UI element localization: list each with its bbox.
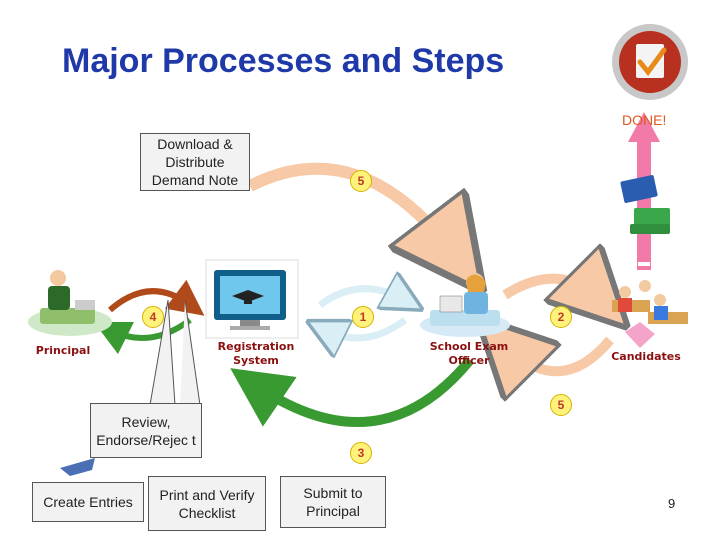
flow-arrow-right-top: [502, 279, 600, 300]
flow-arrow-right-bottom: [505, 340, 614, 371]
done-arrow: [628, 112, 660, 276]
callout-print-verify: Print and Verify Checklist: [148, 476, 266, 531]
callout-create-entries: Create Entries: [32, 482, 144, 522]
create-entries-icon: [60, 458, 95, 476]
loop-arrow-step1-top: [317, 289, 405, 305]
loop-arrow-principal-top: [108, 279, 205, 316]
principal-figure: [28, 270, 112, 336]
actor-registration-label: Registration System: [217, 340, 295, 367]
exam-officer-figure: [420, 273, 510, 337]
callout-submit-principal: Submit to Principal: [280, 476, 386, 528]
callout-review-endorse: Review, Endorse/Rejec t: [90, 403, 202, 458]
step-badge-5-top: 5: [350, 170, 372, 192]
actor-officer-label: School Exam Officer: [429, 340, 509, 367]
checklist-badge-figure: [612, 24, 688, 100]
step-badge-3: 3: [350, 442, 372, 464]
step-badge-2: 2: [550, 306, 572, 328]
page-title: Major Processes and Steps: [62, 42, 505, 80]
loop-arrow-step1-bottom: [325, 317, 408, 338]
actor-principal-label: Principal: [35, 344, 91, 357]
payment-figure: [620, 175, 670, 234]
step-badge-5-right: 5: [550, 394, 572, 416]
callout-download-demand-note: Download & Distribute Demand Note: [140, 133, 250, 191]
step-badge-4: 4: [142, 306, 164, 328]
loop-arrow-principal-bottom: [93, 317, 192, 355]
actor-candidates-label: Candidates: [611, 350, 681, 363]
flow-arrow-bottom: [230, 356, 474, 427]
candidates-figure: [612, 280, 688, 348]
page-number: 9: [668, 496, 676, 511]
registration-system-figure: [205, 259, 299, 339]
done-label: DONE!: [622, 112, 667, 128]
step-badge-1: 1: [352, 306, 374, 328]
